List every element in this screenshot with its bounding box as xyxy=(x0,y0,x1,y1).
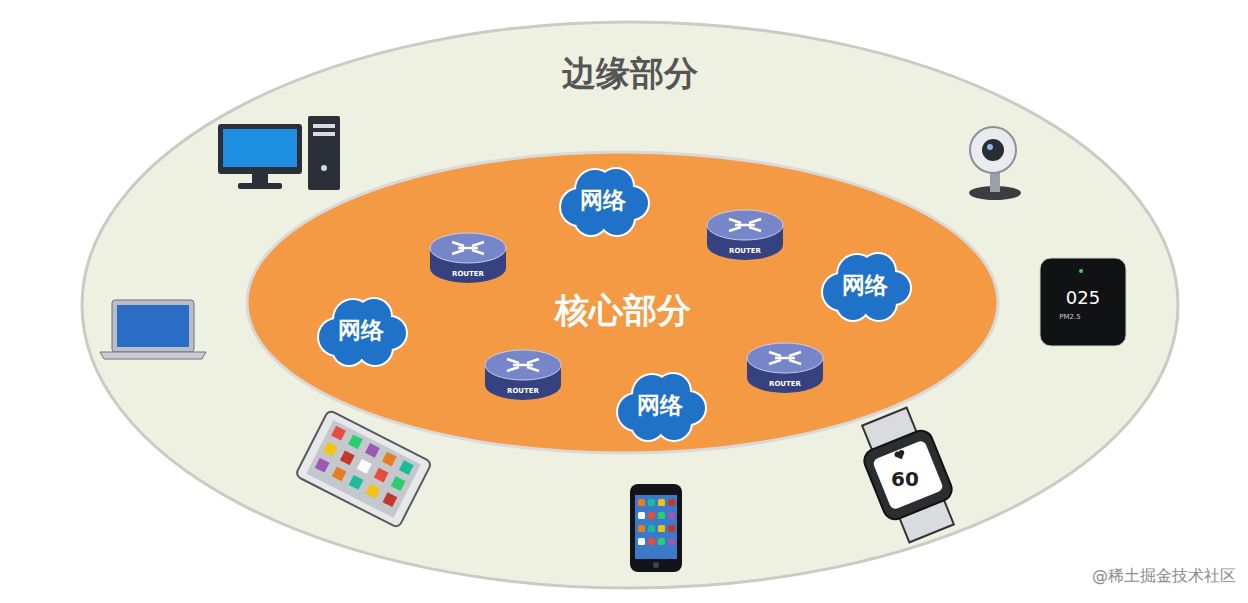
router-node: ROUTER xyxy=(428,231,508,285)
network-label: 网络 xyxy=(637,392,683,418)
router-label: ROUTER xyxy=(507,387,539,395)
router-label: ROUTER xyxy=(769,380,801,388)
network-cloud: 网络 xyxy=(555,163,651,237)
desktop-icon xyxy=(218,116,340,190)
smartwatch-icon xyxy=(851,403,965,547)
webcam-icon xyxy=(969,127,1021,200)
core-region: 核心部分网络ROUTERROUTER网络网络ROUTERROUTER网络 xyxy=(245,150,1000,455)
air-monitor-icon xyxy=(1040,258,1126,346)
network-cloud: 网络 xyxy=(313,293,409,367)
tablet-icon xyxy=(295,410,432,529)
region-title: 核心部分 xyxy=(555,291,691,330)
phone-icon xyxy=(630,484,682,572)
network-label: 网络 xyxy=(338,317,384,343)
router-node: ROUTER xyxy=(745,341,825,395)
network-cloud: 网络 xyxy=(612,368,708,442)
monitor-reading: 025 xyxy=(1066,288,1100,308)
router-label: ROUTER xyxy=(729,247,761,255)
network-label: 网络 xyxy=(580,187,626,213)
router-node: ROUTER xyxy=(483,348,563,402)
watch-reading: 60 xyxy=(891,468,919,490)
router-node: ROUTER xyxy=(705,208,785,262)
network-label: 网络 xyxy=(842,272,888,298)
watermark: @稀土掘金技术社区 xyxy=(1092,567,1236,585)
region-title: 边缘部分 xyxy=(562,54,698,93)
monitor-unit: PM2.5 xyxy=(1059,314,1080,322)
network-cloud: 网络 xyxy=(817,248,913,322)
laptop-icon xyxy=(100,300,206,359)
router-label: ROUTER xyxy=(452,270,484,278)
